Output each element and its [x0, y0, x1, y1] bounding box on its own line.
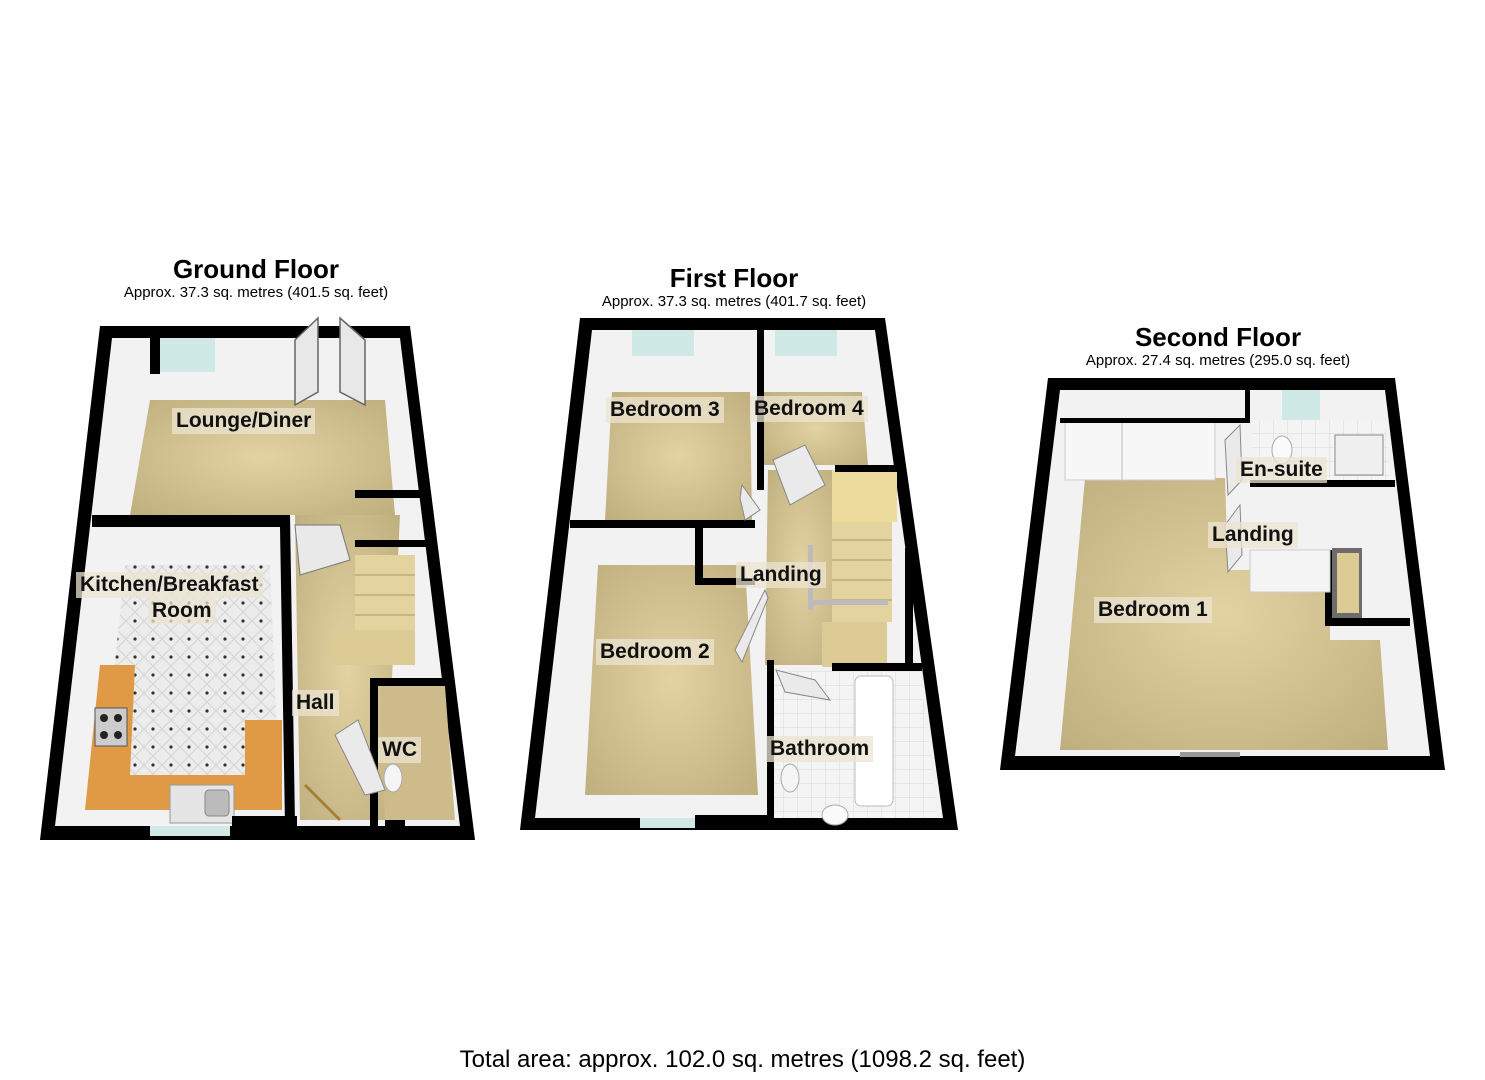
- floor-area: Approx. 37.3 sq. metres (401.7 sq. feet): [601, 293, 867, 310]
- bedroom3-floor: [605, 392, 752, 520]
- floor-area: Approx. 37.3 sq. metres (401.5 sq. feet): [123, 284, 389, 301]
- ground-floor-heading: Ground Floor Approx. 37.3 sq. metres (40…: [100, 254, 412, 302]
- wardrobe: [1064, 419, 1216, 481]
- room-label-bedroom-1: Bedroom 1: [1094, 597, 1212, 623]
- room-label-bedroom-3: Bedroom 3: [606, 397, 724, 423]
- window: [150, 338, 215, 372]
- room-label-bedroom-2: Bedroom 2: [596, 639, 714, 665]
- shower-icon: [1334, 434, 1384, 476]
- bedroom1-floor: [1060, 478, 1388, 750]
- basin-icon: [821, 804, 849, 826]
- room-label-bathroom: Bathroom: [766, 736, 874, 762]
- floor-name: Second Floor: [1134, 322, 1302, 352]
- total-area: Total area: approx. 102.0 sq. metres (10…: [459, 1046, 1026, 1073]
- stairs-ground: [330, 555, 415, 665]
- first-floor-heading: First Floor Approx. 37.3 sq. metres (401…: [578, 263, 890, 311]
- floor-area: Approx. 27.4 sq. metres (295.0 sq. feet): [1085, 352, 1351, 369]
- room-label-wc: WC: [378, 737, 421, 763]
- toilet-icon: [383, 763, 403, 793]
- room-label-kitchen-room: Room: [148, 598, 216, 624]
- hob-icon: [94, 707, 128, 747]
- second-floor-plan: [1000, 378, 1445, 770]
- floor-name: Ground Floor: [172, 254, 340, 284]
- room-label-bedroom-4: Bedroom 4: [750, 396, 868, 422]
- french-door-right: [339, 316, 366, 407]
- room-label-lounge-diner: Lounge/Diner: [172, 408, 316, 434]
- french-door-left: [294, 316, 319, 407]
- room-label-hall: Hall: [292, 690, 339, 716]
- room-label-kitchen: Kitchen/Breakfast: [76, 572, 263, 598]
- bedroom2-floor: [585, 565, 758, 795]
- ground-floor-plan: [40, 316, 475, 840]
- floor-name: First Floor: [669, 263, 799, 293]
- room-label-landing: Landing: [736, 562, 826, 588]
- toilet-icon: [780, 763, 800, 793]
- room-label-en-suite: En-suite: [1236, 457, 1327, 483]
- second-floor-heading: Second Floor Approx. 27.4 sq. metres (29…: [1062, 322, 1374, 370]
- stairs-first: [808, 470, 897, 667]
- room-label-landing-2: Landing: [1208, 522, 1298, 548]
- kitchen-floor: [100, 565, 280, 810]
